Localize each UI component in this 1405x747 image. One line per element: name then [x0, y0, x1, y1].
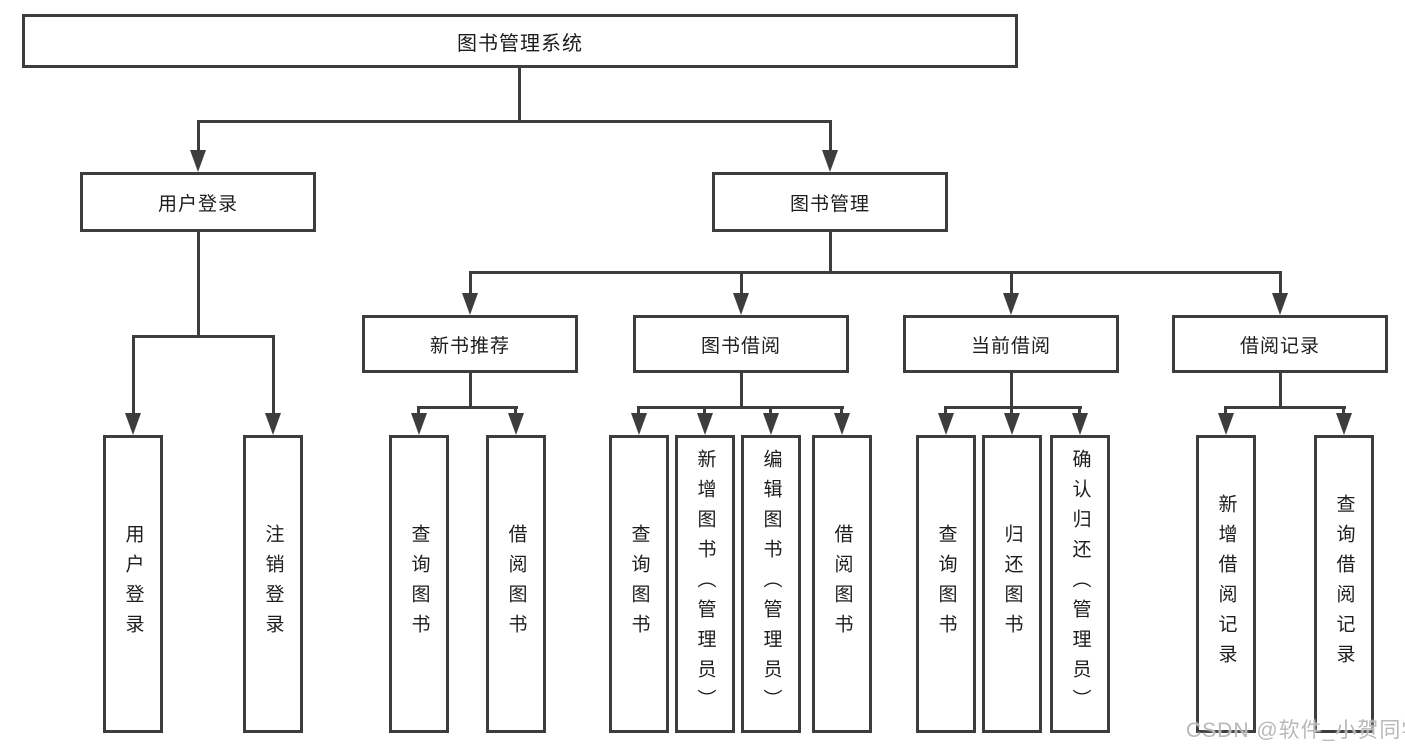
connector-drop	[1010, 406, 1013, 415]
node-user-login: 用户登录	[80, 172, 316, 232]
node-label: 当前借阅	[970, 335, 1051, 357]
connector-arrowhead	[938, 413, 954, 435]
leaf-label: 借阅图书	[831, 524, 853, 644]
connector-arrowhead	[1218, 413, 1234, 435]
leaf-label: 注销登录	[262, 524, 284, 644]
leaf-add-borrow-record: 新增借阅记录	[1196, 435, 1256, 733]
connector-arrowhead	[1003, 293, 1019, 315]
connector-drop	[1224, 406, 1227, 415]
leaf-label: 查询图书	[628, 524, 650, 644]
node-current-borrowing: 当前借阅	[903, 315, 1119, 373]
leaf-label: 查询图书	[408, 524, 430, 644]
connector-drop	[272, 335, 275, 415]
connector-drop	[840, 406, 843, 415]
leaf-query-books: 查询图书	[916, 435, 976, 733]
node-root: 图书管理系统	[22, 14, 1018, 68]
connector-arrowhead	[763, 413, 779, 435]
leaf-logout: 注销登录	[243, 435, 303, 733]
connector-arrowhead	[462, 293, 478, 315]
connector-group-stub	[740, 373, 743, 408]
connector-user-login-bar	[132, 335, 275, 338]
node-new-book-recommendation: 新书推荐	[362, 315, 578, 373]
node-borrowing-records: 借阅记录	[1172, 315, 1388, 373]
leaf-borrow-books: 借阅图书	[812, 435, 872, 733]
csdn-watermark: CSDN @软件_小贺同学	[1186, 719, 1405, 742]
connector-arrowhead	[1336, 413, 1352, 435]
connector-drop	[1078, 406, 1081, 415]
connector-user-login-stub	[197, 232, 200, 337]
connector-drop	[132, 335, 135, 415]
connector-group-stub	[469, 373, 472, 408]
connector-arrowhead	[190, 150, 206, 172]
connector-group-stub	[1279, 373, 1282, 408]
connector-drop	[740, 271, 743, 296]
leaf-label: 归还图书	[1001, 524, 1023, 644]
connector-drop-user-login	[197, 120, 200, 153]
node-book-borrowing: 图书借阅	[633, 315, 849, 373]
connector-group-bar	[638, 406, 844, 409]
connector-drop	[514, 406, 517, 415]
connector-drop-book-management	[829, 120, 832, 153]
leaf-edit-books-admin: 编辑图书（管理员）	[741, 435, 801, 733]
leaf-label: 借阅图书	[505, 524, 527, 644]
connector-drop	[703, 406, 706, 415]
connector-drop	[944, 406, 947, 415]
leaf-query-books: 查询图书	[609, 435, 669, 733]
connector-group-bar	[418, 406, 518, 409]
connector-drop	[1279, 271, 1282, 296]
leaf-user-login: 用户登录	[103, 435, 163, 733]
leaf-label: 用户登录	[122, 524, 144, 644]
leaf-confirm-return-admin: 确认归还（管理员）	[1050, 435, 1110, 733]
connector-arrowhead	[822, 150, 838, 172]
leaf-borrow-books: 借阅图书	[486, 435, 546, 733]
connector-level3-bar	[469, 271, 1282, 274]
connector-arrowhead	[508, 413, 524, 435]
connector-level2-bar	[197, 120, 832, 123]
connector-book-management-stub	[829, 232, 832, 273]
connector-root-stub	[518, 68, 521, 121]
leaf-add-books-admin: 新增图书（管理员）	[675, 435, 735, 733]
connector-arrowhead	[125, 413, 141, 435]
connector-arrowhead	[1072, 413, 1088, 435]
connector-arrowhead	[411, 413, 427, 435]
connector-group-bar	[945, 406, 1082, 409]
node-label: 图书借阅	[700, 335, 781, 357]
node-book-management: 图书管理	[712, 172, 948, 232]
connector-drop	[1010, 271, 1013, 296]
connector-drop	[469, 271, 472, 296]
connector-arrowhead	[1004, 413, 1020, 435]
connector-drop	[1342, 406, 1345, 415]
node-root-label: 图书管理系统	[457, 32, 583, 55]
connector-drop	[417, 406, 420, 415]
leaf-label: 编辑图书（管理员）	[760, 449, 782, 719]
leaf-return-books: 归还图书	[982, 435, 1042, 733]
node-label: 借阅记录	[1239, 335, 1320, 357]
connector-group-stub	[1010, 373, 1013, 408]
leaf-query-books: 查询图书	[389, 435, 449, 733]
connector-group-bar	[1225, 406, 1346, 409]
leaf-query-borrow-record: 查询借阅记录	[1314, 435, 1374, 733]
connector-arrowhead	[265, 413, 281, 435]
connector-arrowhead	[834, 413, 850, 435]
leaf-label: 确认归还（管理员）	[1069, 449, 1091, 719]
connector-arrowhead	[733, 293, 749, 315]
leaf-label: 查询图书	[935, 524, 957, 644]
node-label: 用户登录	[157, 193, 238, 215]
connector-drop	[637, 406, 640, 415]
leaf-label: 新增图书（管理员）	[694, 449, 716, 719]
connector-arrowhead	[631, 413, 647, 435]
connector-arrowhead	[1272, 293, 1288, 315]
connector-drop	[769, 406, 772, 415]
leaf-label: 查询借阅记录	[1333, 494, 1355, 674]
node-label: 新书推荐	[429, 335, 510, 357]
node-label: 图书管理	[789, 193, 870, 215]
leaf-label: 新增借阅记录	[1215, 494, 1237, 674]
connector-arrowhead	[697, 413, 713, 435]
